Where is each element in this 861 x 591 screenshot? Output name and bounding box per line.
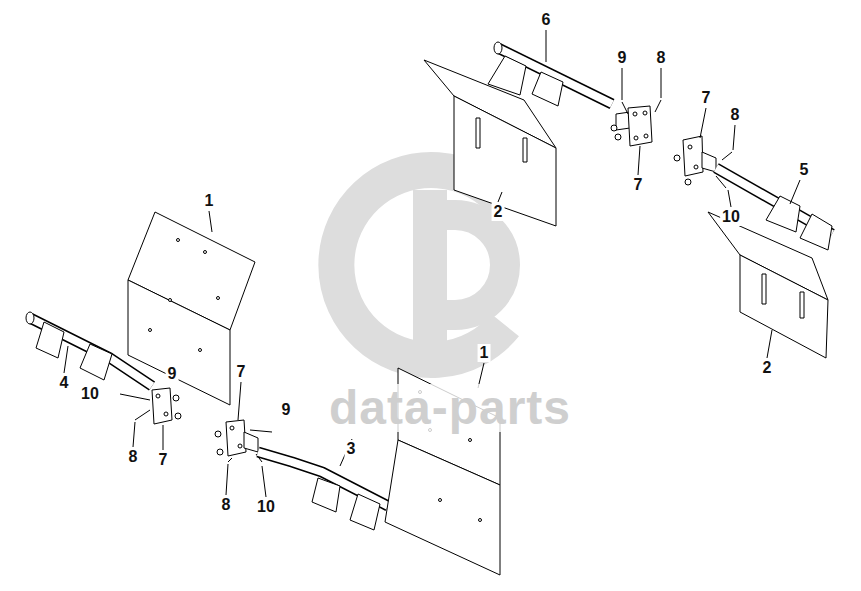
callout-number: 2 — [761, 359, 774, 377]
watermark-text: data-parts — [325, 384, 575, 432]
callout-number: 3 — [345, 440, 358, 458]
callout-number: 9 — [280, 401, 293, 419]
callout-number: 7 — [157, 451, 170, 469]
callout-number: 5 — [798, 161, 811, 179]
watermark-logo — [336, 170, 505, 370]
leader-lines — [64, 30, 800, 497]
callout-number: 10 — [79, 385, 101, 403]
callout-number: 1 — [478, 344, 491, 362]
callout-number: 8 — [220, 496, 233, 514]
callout-number: 2 — [492, 203, 505, 221]
callout-number: 10 — [255, 498, 277, 516]
callout-number: 9 — [616, 49, 629, 67]
callout-number: 1 — [203, 192, 216, 210]
callout-number: 7 — [632, 176, 645, 194]
callout-number: 9 — [166, 365, 179, 383]
callout-number: 8 — [127, 448, 140, 466]
callout-number: 7 — [235, 363, 248, 381]
callout-number: 8 — [729, 106, 742, 124]
callout-number: 4 — [58, 374, 71, 392]
callout-number: 7 — [700, 89, 713, 107]
callout-number: 10 — [720, 208, 742, 226]
callout-number: 8 — [655, 49, 668, 67]
callout-number: 6 — [540, 11, 553, 29]
